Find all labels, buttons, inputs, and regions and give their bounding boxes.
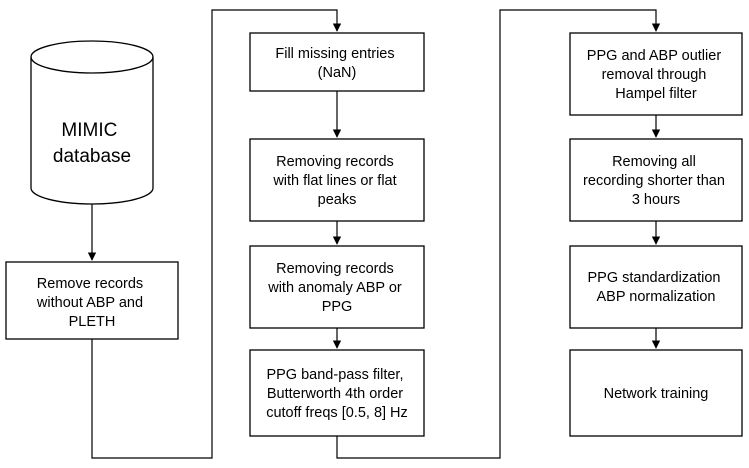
remove-anomaly-line-1: Removing records bbox=[276, 261, 394, 277]
remove-short-label: Removing all recording shorter than 3 ho… bbox=[583, 154, 729, 208]
fill-missing-label: Fill missing entries (NaN) bbox=[275, 46, 398, 81]
remove-flat-line-3: peaks bbox=[318, 192, 357, 208]
network-training-label: Network training bbox=[604, 386, 709, 402]
standardization-line-1: PPG standardization bbox=[587, 270, 720, 286]
bandpass-filter-line-2: Butterworth 4th order bbox=[267, 386, 403, 402]
node-network-training: Network training bbox=[569, 349, 743, 437]
remove-flat-label: Removing records with flat lines or flat… bbox=[272, 154, 400, 208]
fill-missing-line-2: (NaN) bbox=[318, 65, 357, 81]
outlier-removal-line-3: Hampel filter bbox=[615, 86, 697, 102]
bandpass-filter-label: PPG band-pass filter, Butterworth 4th or… bbox=[266, 367, 408, 421]
remove-anomaly-line-3: PPG bbox=[322, 299, 353, 315]
standardization-label: PPG standardization ABP normalization bbox=[587, 270, 724, 305]
remove-anomaly-label: Removing records with anomaly ABP or PPG bbox=[267, 261, 406, 315]
remove-anomaly-line-2: with anomaly ABP or bbox=[267, 280, 402, 296]
outlier-removal-line-1: PPG and ABP outlier bbox=[587, 48, 722, 64]
mimic-database-line-1: MIMIC bbox=[61, 120, 117, 141]
node-bandpass-filter: PPG band-pass filter, Butterworth 4th or… bbox=[249, 349, 425, 437]
node-fill-missing: Fill missing entries (NaN) bbox=[249, 32, 425, 92]
node-mimic-database: MIMIC database bbox=[30, 40, 154, 205]
outlier-removal-line-2: removal through bbox=[602, 67, 707, 83]
remove-records-line-1: Remove records bbox=[37, 276, 143, 292]
database-cylinder-rim bbox=[30, 56, 154, 74]
remove-records-label: Remove records without ABP and PLETH bbox=[36, 276, 147, 330]
fill-missing-line-1: Fill missing entries bbox=[275, 46, 394, 62]
edges bbox=[87, 9, 661, 459]
standardization-line-2: ABP normalization bbox=[596, 289, 715, 305]
node-outlier-removal: PPG and ABP outlier removal through Hamp… bbox=[569, 32, 743, 116]
mimic-database-line-2: database bbox=[53, 146, 131, 167]
node-remove-short: Removing all recording shorter than 3 ho… bbox=[569, 138, 743, 222]
remove-short-line-1: Removing all bbox=[612, 154, 696, 170]
remove-flat-line-1: Removing records bbox=[276, 154, 394, 170]
edge-bandpass-to-outlier-removal bbox=[336, 9, 661, 459]
node-remove-anomaly: Removing records with anomaly ABP or PPG bbox=[249, 245, 425, 329]
remove-records-line-2: without ABP and bbox=[36, 295, 143, 311]
node-remove-flat: Removing records with flat lines or flat… bbox=[249, 138, 425, 222]
mimic-database-label: MIMIC database bbox=[53, 120, 131, 167]
bandpass-filter-line-1: PPG band-pass filter, bbox=[266, 367, 403, 383]
edge-remove-records-to-fill-missing bbox=[91, 9, 342, 459]
remove-flat-line-2: with flat lines or flat bbox=[272, 173, 396, 189]
remove-short-line-3: 3 hours bbox=[632, 192, 680, 208]
outlier-removal-label: PPG and ABP outlier removal through Hamp… bbox=[587, 48, 725, 102]
database-cylinder-icon bbox=[30, 40, 154, 205]
bandpass-filter-line-3: cutoff freqs [0.5, 8] Hz bbox=[266, 405, 408, 421]
remove-records-line-3: PLETH bbox=[69, 314, 116, 330]
remove-short-line-2: recording shorter than bbox=[583, 173, 725, 189]
node-remove-records: Remove records without ABP and PLETH bbox=[5, 261, 179, 340]
node-standardization: PPG standardization ABP normalization bbox=[569, 245, 743, 329]
network-training-line-1: Network training bbox=[604, 386, 709, 402]
